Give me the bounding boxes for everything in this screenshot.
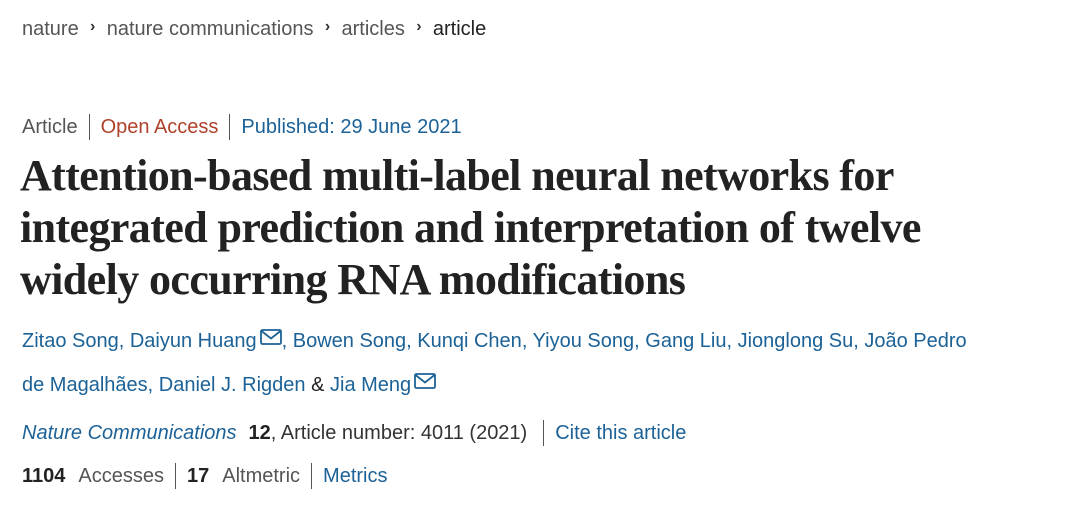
accesses-label: Accesses xyxy=(78,465,164,487)
author-link[interactable]: Jionglong Su xyxy=(737,330,854,352)
divider xyxy=(174,463,176,489)
email-icon[interactable] xyxy=(414,362,437,404)
author-list: Zitao Song, Daiyun Huang, Bowen Song, Ku… xyxy=(22,318,1062,406)
breadcrumb-nature-communications[interactable]: nature communications xyxy=(106,18,314,40)
separator: , xyxy=(406,330,412,352)
separator: , xyxy=(147,374,154,396)
chevron-right-icon: › xyxy=(416,18,422,35)
article-type: Article xyxy=(22,116,78,138)
author-link[interactable]: Jia Meng xyxy=(330,374,412,396)
article-number: , Article number: 4011 (2021) xyxy=(270,422,528,444)
title-line: Attention-based multi-label neural netwo… xyxy=(20,151,894,200)
divider xyxy=(229,114,231,140)
breadcrumb: nature › nature communications › article… xyxy=(22,14,486,44)
open-access-badge: Open Access xyxy=(100,116,219,138)
breadcrumb-article: article xyxy=(432,18,487,40)
chevron-right-icon: › xyxy=(324,18,331,35)
metrics-link[interactable]: Metrics xyxy=(323,465,388,487)
ampersand: & xyxy=(311,374,325,396)
separator: , xyxy=(521,330,528,352)
separator: , xyxy=(726,330,732,352)
divider xyxy=(311,463,313,489)
divider xyxy=(88,114,90,140)
author-link[interactable]: Yiyou Song xyxy=(532,330,635,352)
author-link[interactable]: Daniel J. Rigden xyxy=(158,374,306,396)
separator: , xyxy=(634,330,640,352)
journal-name[interactable]: Nature Communications xyxy=(22,422,237,444)
divider xyxy=(543,420,545,446)
author-link[interactable]: João Pedro xyxy=(864,330,967,352)
separator: , xyxy=(853,330,859,352)
article-meta: Article Open Access Published: 29 June 2… xyxy=(22,112,462,142)
title-line: integrated prediction and interpretation… xyxy=(20,203,921,252)
accesses-count: 1104 xyxy=(22,465,66,487)
author-link[interactable]: Kunqi Chen xyxy=(417,330,522,352)
separator: , xyxy=(281,330,288,352)
author-link[interactable]: Bowen Song xyxy=(292,330,407,352)
article-title: Attention-based multi-label neural netwo… xyxy=(20,150,1020,306)
published-date[interactable]: Published: 29 June 2021 xyxy=(241,116,462,138)
article-metrics: 1104 Accesses 17 Altmetric Metrics xyxy=(22,461,387,491)
author-link[interactable]: Daiyun Huang xyxy=(129,330,257,352)
chevron-right-icon: › xyxy=(90,18,96,35)
journal-info: Nature Communications 12, Article number… xyxy=(22,418,686,448)
breadcrumb-nature[interactable]: nature xyxy=(22,18,79,40)
email-icon[interactable] xyxy=(259,318,282,360)
breadcrumb-articles[interactable]: articles xyxy=(341,18,405,40)
journal-volume: 12 xyxy=(248,422,271,444)
cite-this-article-link[interactable]: Cite this article xyxy=(555,422,687,444)
title-line: widely occurring RNA modifications xyxy=(20,255,686,304)
author-link[interactable]: Zitao Song xyxy=(22,330,119,352)
author-link[interactable]: Gang Liu xyxy=(645,330,727,352)
separator: , xyxy=(118,330,125,352)
author-link[interactable]: de Magalhães xyxy=(22,374,148,396)
altmetric-label: Altmetric xyxy=(222,465,301,487)
altmetric-count: 17 xyxy=(186,465,210,487)
